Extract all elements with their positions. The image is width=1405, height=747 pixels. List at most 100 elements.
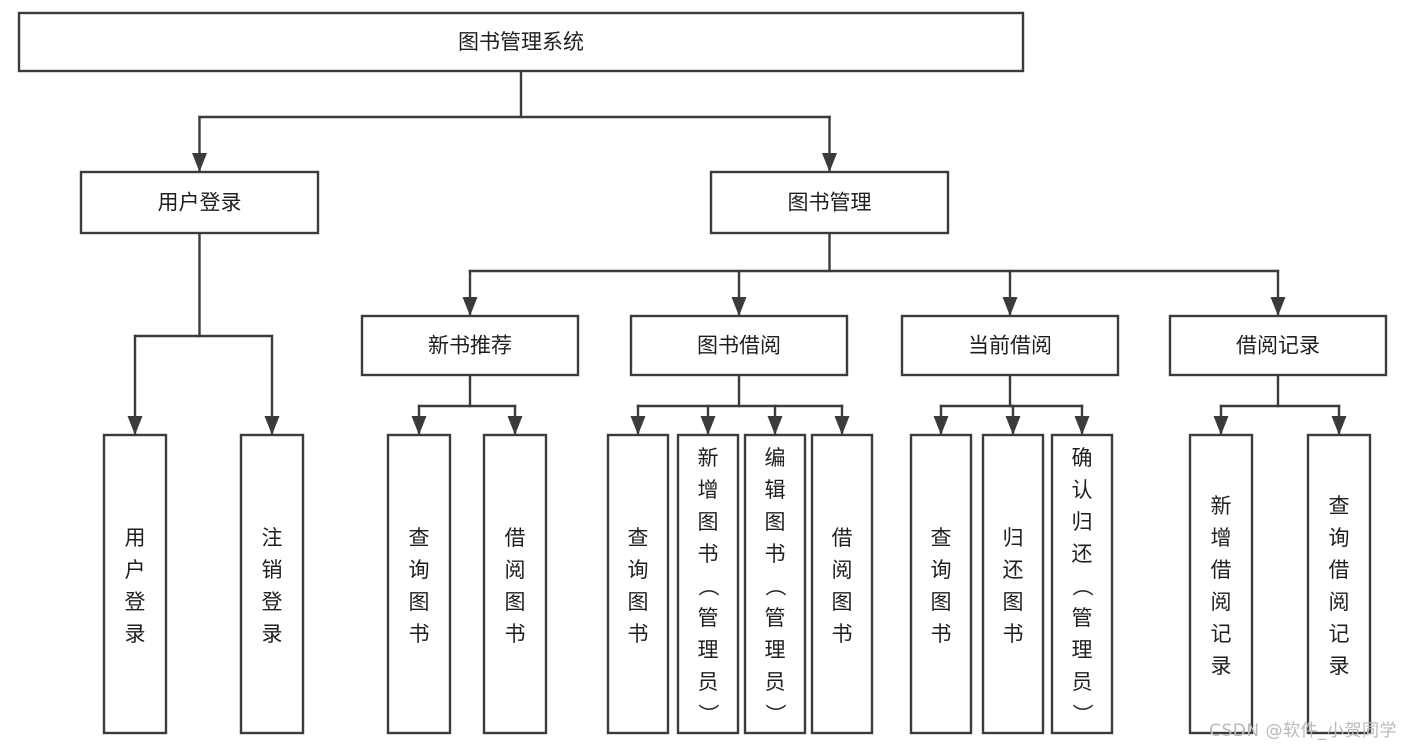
node-leaf-confirm-return-admin-label-char: 确 (1072, 446, 1093, 470)
edge-recommend-to-leaves (411, 373, 523, 435)
node-book-management-box (709, 170, 950, 235)
arrow-head-icon (1213, 416, 1229, 435)
node-leaf-add-borrow-record-label-char: 录 (1211, 654, 1232, 678)
node-current-borrow[interactable]: 当前借阅 (900, 314, 1120, 377)
node-leaf-user-login-label-char: 用 (125, 526, 146, 550)
node-book-borrow-label: 图书借阅 (697, 334, 781, 358)
node-leaf-query-book-borrow-label-char: 查 (628, 526, 649, 550)
node-leaf-query-borrow-record-label-char: 录 (1329, 654, 1350, 678)
node-book-borrow[interactable]: 图书借阅 (629, 314, 849, 377)
node-leaf-query-book-current-label-char: 书 (931, 622, 952, 646)
node-book-borrow-box (629, 314, 849, 377)
node-borrow-records-label: 借阅记录 (1236, 334, 1320, 358)
node-leaf-borrow-book-label-char: 阅 (832, 558, 853, 582)
arrow-head-icon (1002, 297, 1018, 316)
arrow-head-icon (127, 416, 143, 435)
node-leaf-add-book-admin-label-char: 员 (698, 670, 719, 694)
node-book-management[interactable]: 图书管理 (709, 170, 950, 235)
node-leaf-confirm-return-admin-label-char: 还 (1072, 542, 1093, 566)
node-leaf-return-book-label-char: 书 (1003, 622, 1024, 646)
node-leaf-confirm-return-admin-label-char: 理 (1072, 638, 1093, 662)
node-leaf-logout-login-label-char: 登 (262, 590, 283, 614)
node-leaf-borrow-book-label-char: 书 (832, 622, 853, 646)
node-leaf-add-book-admin-label-char: 新 (698, 446, 719, 470)
node-user-login[interactable]: 用户登录 (79, 170, 320, 235)
node-leaf-query-book-borrow-label-char: 询 (628, 558, 649, 582)
node-new-book-recommend-label: 新书推荐 (428, 334, 512, 358)
node-leaf-query-borrow-record-box (1306, 433, 1372, 735)
node-root-label: 图书管理系统 (458, 30, 584, 54)
node-leaf-confirm-return-admin-label-char: 管 (1072, 606, 1093, 630)
node-leaf-edit-book-admin-label-char: 员 (765, 670, 786, 694)
node-leaf-add-borrow-record-box (1188, 433, 1254, 735)
arrow-head-icon (507, 416, 523, 435)
node-leaf-query-book-current-label-char: 询 (931, 558, 952, 582)
node-leaf-borrow-book-recommend-label-char: 借 (505, 526, 526, 550)
node-root[interactable]: 图书管理系统 (17, 11, 1025, 73)
arrow-head-icon (933, 416, 949, 435)
node-leaf-query-borrow-record-label-char: 借 (1329, 558, 1350, 582)
node-user-login-label: 用户登录 (158, 191, 242, 215)
node-leaf-confirm-return-admin-label-char: 认 (1072, 478, 1093, 502)
node-leaf-user-login-box (102, 433, 168, 735)
node-leaf-query-borrow-record-label-char: 记 (1329, 622, 1350, 646)
node-leaf-add-book-admin-label-char: 管 (698, 606, 719, 630)
node-leaf-edit-book-admin-label-char: （ (763, 575, 787, 596)
arrow-head-icon (1270, 297, 1286, 316)
node-leaf-return-book-label-char: 图 (1003, 590, 1024, 614)
node-borrow-records-box (1168, 314, 1388, 377)
node-leaf-query-borrow-record-label-char: 阅 (1329, 590, 1350, 614)
node-new-book-recommend[interactable]: 新书推荐 (360, 314, 580, 377)
node-leaf-add-book-admin-label-char: （ (696, 575, 720, 596)
node-leaf-query-book-recommend-label-char: 询 (409, 558, 430, 582)
node-leaf-edit-book-admin-label-char: 管 (765, 606, 786, 630)
node-leaf-user-login[interactable]: 用户登录 (102, 433, 168, 735)
arrow-head-icon (1005, 416, 1021, 435)
node-leaf-user-login-label-char: 登 (125, 590, 146, 614)
edge-userlogin-to-leaves (127, 231, 280, 435)
node-leaf-borrow-book-recommend-label-char: 图 (505, 590, 526, 614)
node-leaf-logout-login-label-char: 销 (262, 558, 283, 582)
node-leaf-query-book-borrow-label-char: 图 (628, 590, 649, 614)
node-leaf-add-book-admin-label-char: 书 (698, 542, 719, 566)
arrow-head-icon (630, 416, 646, 435)
arrow-head-icon (1074, 416, 1090, 435)
node-leaf-add-borrow-record-label-char: 借 (1211, 558, 1232, 582)
arrow-head-icon (462, 297, 478, 316)
node-borrow-records[interactable]: 借阅记录 (1168, 314, 1388, 377)
arrow-head-icon (834, 416, 850, 435)
arrow-head-icon (822, 153, 837, 172)
node-leaf-add-book-admin-label-char: 增 (698, 478, 719, 502)
csdn-watermark: CSDN @软件_小贺同学 (1209, 721, 1397, 741)
node-leaf-confirm-return-admin-box (1050, 433, 1114, 735)
edge-root-to-children (192, 69, 837, 172)
node-leaf-add-book-admin-label-char: 理 (698, 638, 719, 662)
connector-layer (127, 69, 1347, 435)
node-leaf-edit-book-admin-label-char: 编 (765, 446, 786, 470)
node-current-borrow-box (900, 314, 1120, 377)
node-layer: 图书管理系统用户登录图书管理新书推荐图书借阅当前借阅借阅记录用户登录注销登录查询… (17, 11, 1388, 735)
node-leaf-add-book-admin-label-char: ） (696, 703, 720, 724)
node-leaf-query-book-borrow-box (606, 433, 670, 735)
node-leaf-logout-login-box (239, 433, 305, 735)
node-leaf-borrow-book-recommend-box (482, 433, 548, 735)
node-leaf-edit-book-admin-label-char: 书 (765, 542, 786, 566)
node-leaf-add-borrow-record-label-char: 记 (1211, 622, 1232, 646)
node-book-management-label: 图书管理 (788, 191, 872, 215)
node-leaf-borrow-book-recommend-label-char: 阅 (505, 558, 526, 582)
node-leaf-query-book-borrow-label-char: 书 (628, 622, 649, 646)
